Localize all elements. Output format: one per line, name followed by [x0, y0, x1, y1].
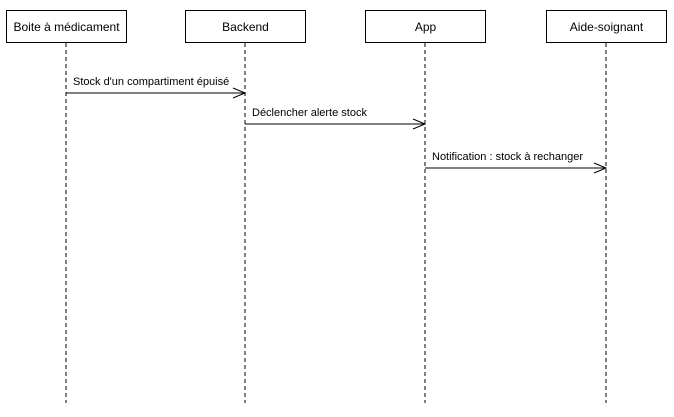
message-label: Déclencher alerte stock: [252, 107, 367, 119]
message-label: Notification : stock à rechanger: [432, 151, 584, 163]
open-arrowhead-icon: [593, 162, 608, 174]
actor-box: Boite à médicament: [6, 10, 127, 43]
message-arrow: [66, 87, 247, 99]
actor-label: Aide-soignant: [569, 19, 644, 34]
message-label: Stock d'un compartiment épuisé: [73, 76, 230, 88]
open-arrowhead-icon: [412, 118, 427, 130]
open-arrowhead-icon: [232, 87, 247, 99]
actor-label: Backend: [222, 19, 269, 34]
actor-box: App: [365, 10, 486, 43]
actor-box: Backend: [185, 10, 306, 43]
actor-label: Boite à médicament: [13, 19, 120, 34]
actor-box: Aide-soignant: [546, 10, 667, 43]
message-arrow: [245, 118, 427, 130]
message-arrow: [425, 162, 608, 174]
actor-label: App: [414, 19, 437, 34]
